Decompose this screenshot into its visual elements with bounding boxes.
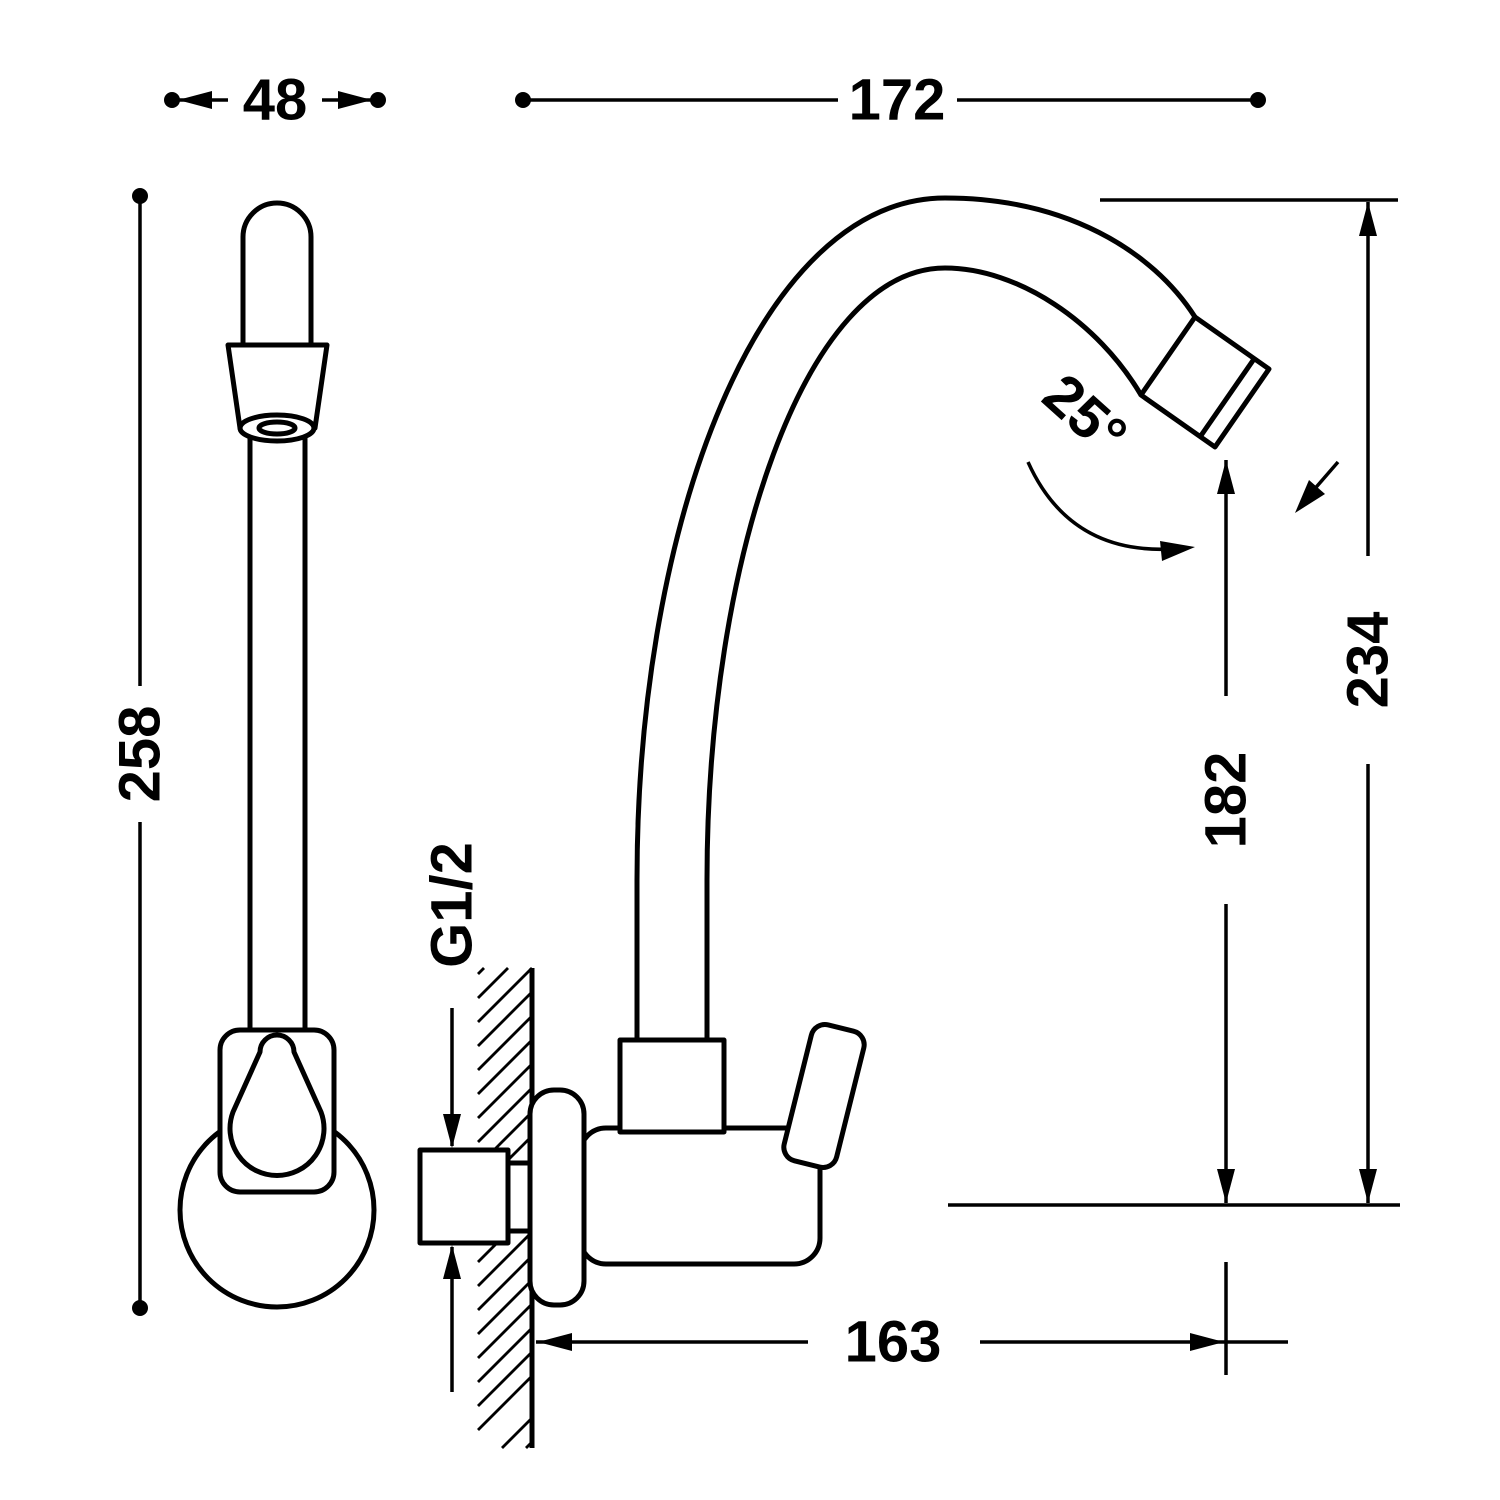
dim-top-reach-label: 172 bbox=[849, 68, 946, 133]
gooseneck-outer bbox=[634, 195, 1198, 1040]
angle-label: 25° bbox=[1031, 362, 1140, 469]
aerator-outlet bbox=[237, 412, 317, 444]
dim-overall-height: 234 bbox=[948, 198, 1401, 1207]
spout-tip-face bbox=[1197, 357, 1257, 439]
dim-overall-height-label: 234 bbox=[1336, 612, 1401, 709]
dim-front-height: 258 bbox=[108, 188, 173, 1316]
thread-label: G1/2 bbox=[420, 842, 485, 968]
angle-arc bbox=[1026, 461, 1186, 551]
inlet-nut bbox=[417, 1147, 511, 1246]
dim-front-width: 48 bbox=[164, 68, 386, 133]
spout-collar bbox=[617, 1037, 727, 1135]
dim-front-width-label: 48 bbox=[243, 68, 308, 133]
spout-tip-cap bbox=[1138, 314, 1272, 450]
dim-spout-height: 182 bbox=[1194, 460, 1259, 1203]
lever-keyhole bbox=[227, 1032, 327, 1179]
gooseneck-inner bbox=[704, 265, 1144, 1040]
dim-spout-height-label: 182 bbox=[1194, 752, 1259, 849]
thread-annotation: G1/2 bbox=[420, 842, 485, 1392]
wall-flange bbox=[527, 1087, 587, 1308]
dim-spout-reach-label: 163 bbox=[845, 1310, 942, 1375]
aerator-outlet-inner bbox=[256, 419, 298, 437]
handle-lever bbox=[781, 1022, 867, 1170]
side-view bbox=[417, 195, 1272, 1449]
front-spout-tip bbox=[240, 200, 314, 352]
dim-top-reach: 172 bbox=[515, 68, 1266, 133]
front-view bbox=[177, 200, 377, 1310]
dim-spout-reach: 163 bbox=[536, 1262, 1288, 1375]
dim-front-height-label: 258 bbox=[108, 706, 173, 803]
